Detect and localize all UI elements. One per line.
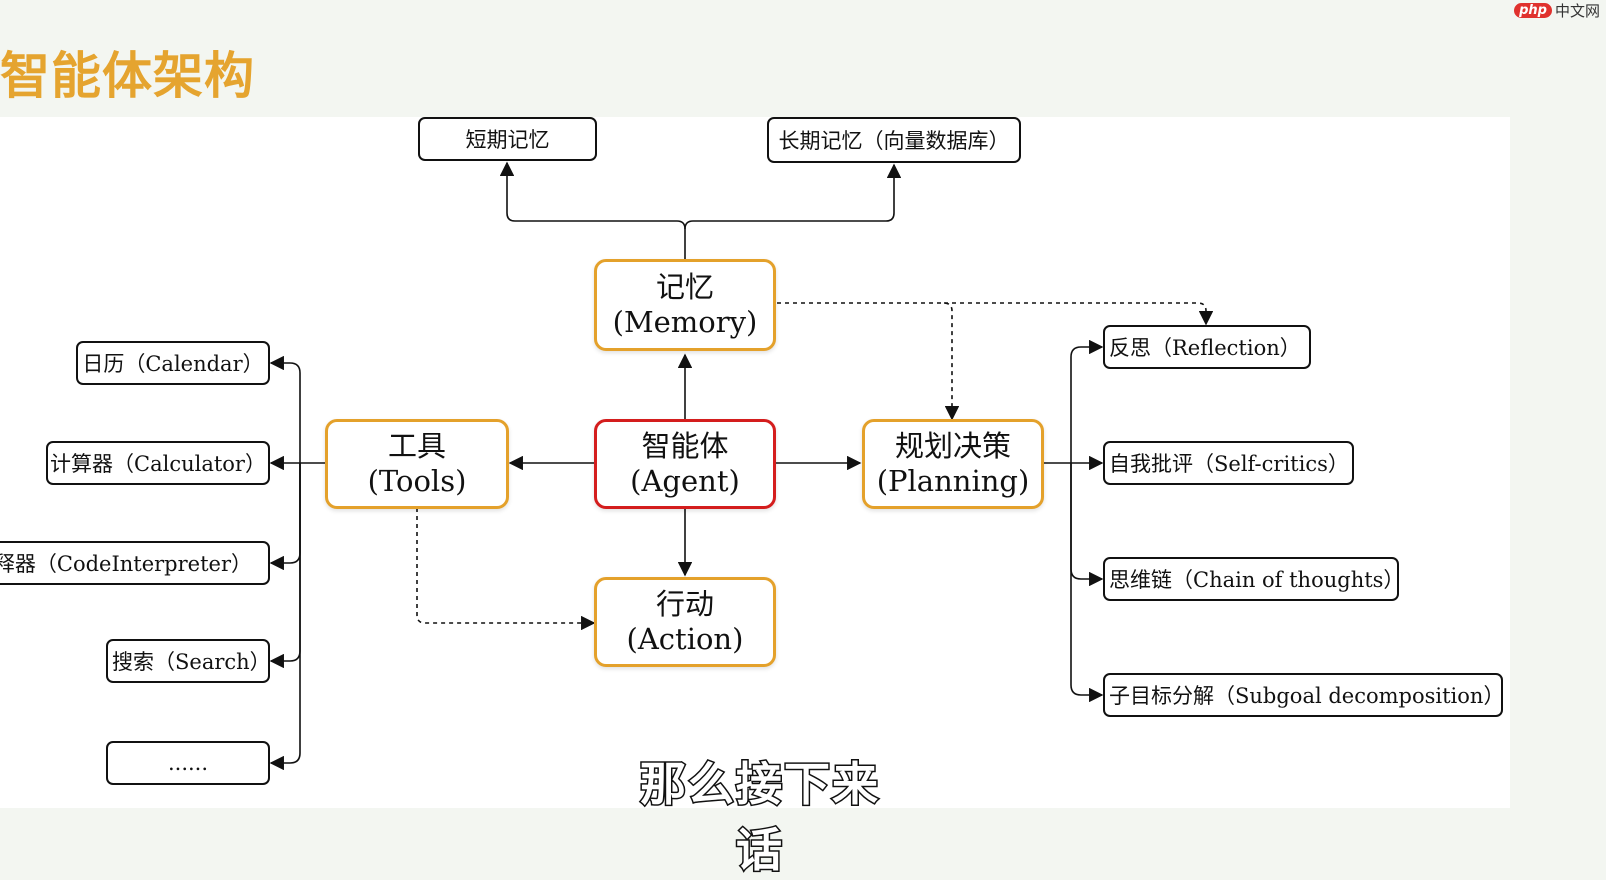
node-planning-line1: 规划决策 [894, 429, 1011, 463]
node-action-line1: 行动 [655, 587, 714, 621]
node-tool-search: 搜索（Search） [106, 639, 271, 683]
node-tools: 工具 (Tools) [325, 419, 509, 509]
edge-planning-reflection [1070, 339, 1104, 463]
node-action-line2: (Action) [626, 622, 744, 656]
node-agent-line2: (Agent) [630, 464, 740, 498]
node-memory-line1: 记忆 [655, 270, 714, 304]
edge-planning-subgoal [1070, 463, 1104, 703]
page-title: 智能体架构 [0, 47, 255, 105]
edge-memory-long [684, 163, 902, 230]
node-memory-line2: (Memory) [612, 305, 758, 339]
node-plan-cot: 思维链（Chain of thoughts） [1103, 557, 1404, 601]
watermark-text: 中文网 [1554, 2, 1600, 20]
edge-tools-action-dashed [416, 508, 596, 631]
node-tools-line2: (Tools) [367, 464, 467, 498]
edge-planning-cot [1070, 463, 1104, 587]
node-memory: 记忆 (Memory) [594, 259, 776, 351]
edge-memory-planning-dashed [777, 302, 960, 421]
node-tool-interpreter-label: 解释器（CodeInterpreter） [0, 552, 252, 576]
node-tools-line1: 工具 [387, 429, 446, 463]
node-agent: 智能体 (Agent) [594, 419, 776, 509]
node-plan-selfcritics: 自我批评（Self-critics） [1103, 441, 1354, 485]
node-plan-subgoal: 子目标分解（Subgoal decomposition） [1103, 673, 1504, 717]
watermark: php 中文网 [1514, 0, 1600, 21]
node-tool-interpreter: 解释器（CodeInterpreter） [0, 541, 270, 585]
edge-tools-more [269, 463, 301, 771]
node-short-term-memory: 短期记忆 [418, 117, 597, 161]
edge-memory-short [499, 161, 686, 230]
node-tool-more: ...... [106, 741, 270, 785]
node-planning: 规划决策 (Planning) [862, 419, 1044, 509]
connector-lines [269, 161, 1214, 771]
node-planning-line2: (Planning) [876, 464, 1030, 498]
watermark-badge: php [1514, 3, 1552, 18]
node-tool-calculator: 计算器（Calculator） [46, 441, 270, 485]
node-agent-line1: 智能体 [641, 429, 729, 463]
node-plan-reflection: 反思（Reflection） [1103, 325, 1311, 369]
node-action: 行动 (Action) [594, 577, 776, 667]
node-long-term-memory: 长期记忆（向量数据库） [767, 117, 1021, 163]
edge-tools-calendar [269, 355, 301, 463]
diagram-canvas: 短期记忆 长期记忆（向量数据库） 记忆 (Memory) 工具 (Tools) … [0, 117, 1510, 808]
video-subtitle: 那么接下来话 [639, 756, 880, 879]
node-tool-calendar: 日历（Calendar） [76, 341, 270, 385]
edge-memory-reflection-dashed [944, 302, 1214, 326]
edge-tools-interpreter [269, 463, 301, 571]
